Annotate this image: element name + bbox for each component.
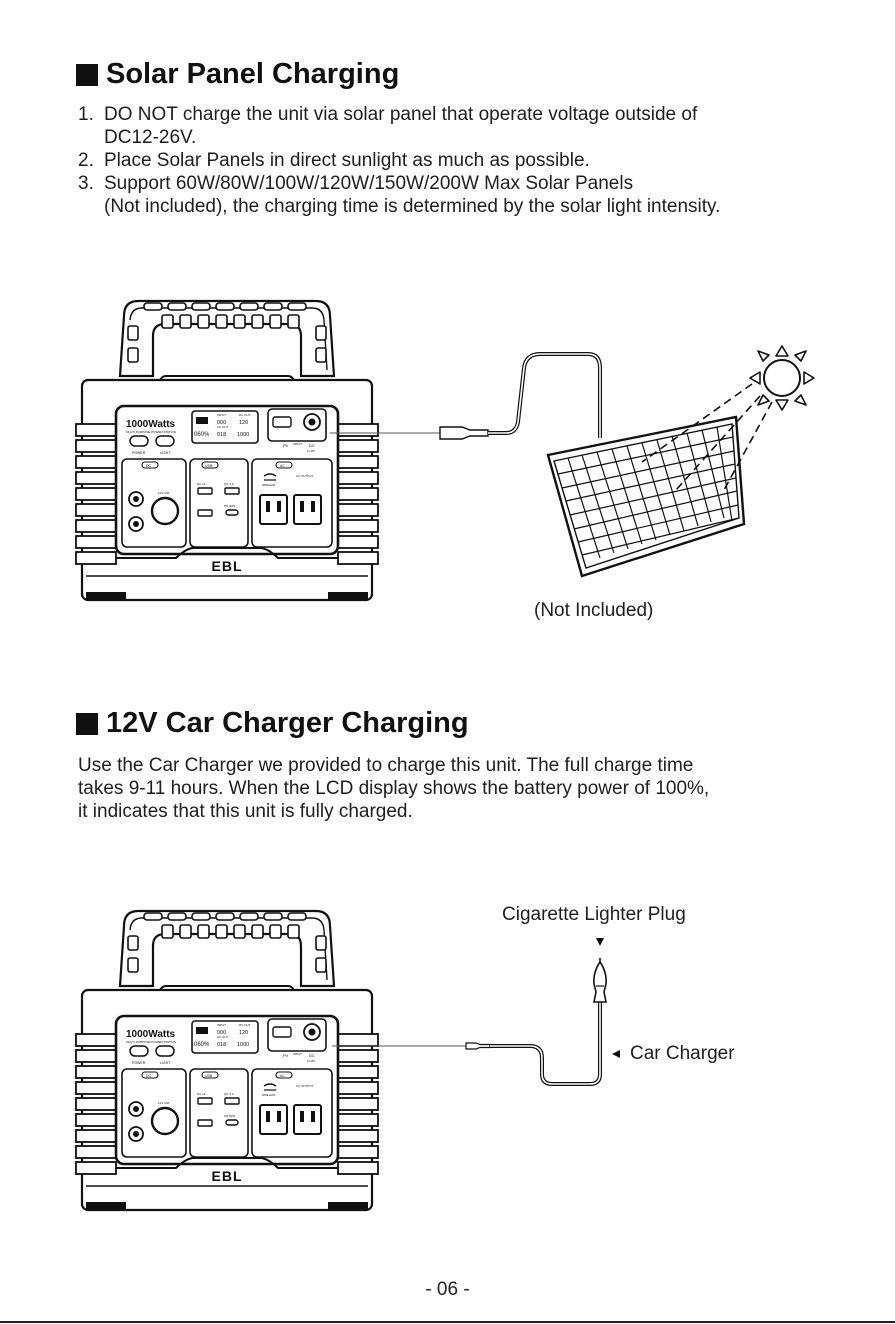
pv-label: PV [283,443,289,448]
section-heading-car: 12V Car Charger Charging [76,707,469,740]
sun-icon [749,345,815,411]
charger-pointer-icon [612,1050,620,1058]
usb-a-label: DC 12 [197,482,206,486]
lcd-dc-out-label: DC OUT [239,413,251,417]
wireless-label: WIRELESS [262,483,276,487]
item-line: Support 60W/80W/100W/120W/150W/200W Max … [104,173,634,194]
lcd-dc-value: 120 [239,420,248,426]
item-line: DO NOT charge the unit via solar panel t… [104,104,698,125]
sunlight-rays [641,383,773,491]
dc-input-label: DC [309,1053,315,1058]
battery-percent: 060% [194,432,210,438]
plug-pointer-icon [596,938,604,946]
square-bullet-icon [76,712,98,735]
device-subtitle: MULTI-PURPOSE POWER STATION [126,1040,176,1044]
cigarette-plug-icon [593,958,607,1003]
dc-label: DC [146,1074,152,1078]
lcd-input-value: 000 [217,420,226,426]
dc-label: DC [146,464,152,468]
pv-label: PV [283,1053,289,1058]
heading-text: 12V Car Charger Charging [106,707,469,739]
ac-label: AC [280,1074,285,1078]
square-bullet-icon [76,63,98,86]
input-label: INPUT [293,1052,302,1056]
dc-input-label: DC [309,443,315,448]
car-charger-cable [332,1002,602,1086]
lcd-input-label: INPUT [217,413,226,417]
page-bottom-rule [0,1321,895,1323]
lcd-ac-out-label: AC OUT [217,425,229,429]
cigarette-plug-label: Cigarette Lighter Plug [502,904,686,925]
wireless-label: WIRELESS [262,1093,276,1097]
solar-charging-illustration: 1000Watts MULTI-PURPOSE POWER STATION PO… [74,299,815,602]
car-charger-label: Car Charger [630,1043,735,1064]
solar-cable [330,352,602,440]
battery-percent: 060% [194,1042,210,1048]
section-heading-solar: Solar Panel Charging [76,58,399,91]
description-line: takes 9-11 hours. When the LCD display s… [78,778,710,799]
car-charging-illustration: 1000Watts MULTI-PURPOSE POWER STATION PO… [74,909,620,1212]
device-model: 1000Watts [126,1029,176,1040]
usb-label: USB [205,464,213,468]
input-label: INPUT [293,442,302,446]
device-model: 1000Watts [126,419,176,430]
lcd-ac-out-label: AC OUT [217,1035,229,1039]
usb-a-label: DC 12 [197,1092,206,1096]
power-label: POWER [132,1061,146,1065]
cig-label: 12V 10A [158,1101,170,1105]
brand-logo: EBL [212,558,243,574]
list-item: 3. Support 60W/80W/100W/120W/150W/200W M… [78,172,820,218]
list-item: 2. Place Solar Panels in direct sunlight… [78,149,820,172]
item-number: 2. [78,150,94,171]
list-item: 1. DO NOT charge the unit via solar pane… [78,103,820,149]
light-label: LIGHT [160,451,171,455]
not-included-caption: (Not Included) [534,600,654,621]
item-line: Place Solar Panels in direct sunlight as… [104,150,590,171]
voltage-range: 12-26V [307,450,315,453]
ac-output-label: AC OUTPUT [296,1084,314,1088]
power-label: POWER [132,451,146,455]
voltage-range: 12-26V [307,1060,315,1063]
brand-logo: EBL [212,1168,243,1184]
usb-label: USB [205,1074,213,1078]
lcd-ac-value: 1000 [237,1042,249,1048]
description-line: it indicates that this unit is fully cha… [78,801,413,822]
page-number: - 06 - [425,1279,470,1300]
description-line: Use the Car Charger we provided to charg… [78,755,694,776]
lcd-input-value2: 018 [217,1042,226,1048]
car-charger-description: Use the Car Charger we provided to charg… [78,754,820,823]
item-number: 3. [78,173,94,194]
lcd-input-value2: 018 [217,432,226,438]
qc-label: QC 3.0 [224,482,234,486]
qc-label: QC 3.0 [224,1092,234,1096]
item-line: DC12-26V. [104,127,197,148]
pd-label: PD 60W [224,1114,235,1118]
ac-output-label: AC OUTPUT [296,474,314,478]
lcd-input-value: 000 [217,1030,226,1036]
item-line: (Not included), the charging time is det… [104,196,721,217]
item-number: 1. [78,104,94,125]
cig-label: 12V 10A [158,491,170,495]
power-station-device: 1000Watts MULTI-PURPOSE POWER STATION PO… [74,299,380,602]
lcd-input-label: INPUT [217,1023,226,1027]
device-subtitle: MULTI-PURPOSE POWER STATION [126,430,176,434]
light-label: LIGHT [160,1061,171,1065]
lcd-dc-out-label: DC OUT [239,1023,251,1027]
pd-label: PD 60W [224,504,235,508]
lcd-dc-value: 120 [239,1030,248,1036]
solar-instructions: 1. DO NOT charge the unit via solar pane… [78,103,820,218]
ac-label: AC [280,464,285,468]
power-station-device: 1000Watts MULTI-PURPOSE POWER STATION PO… [74,909,380,1212]
solar-panel [546,415,746,578]
heading-text: Solar Panel Charging [106,58,400,90]
lcd-ac-value: 1000 [237,432,249,438]
